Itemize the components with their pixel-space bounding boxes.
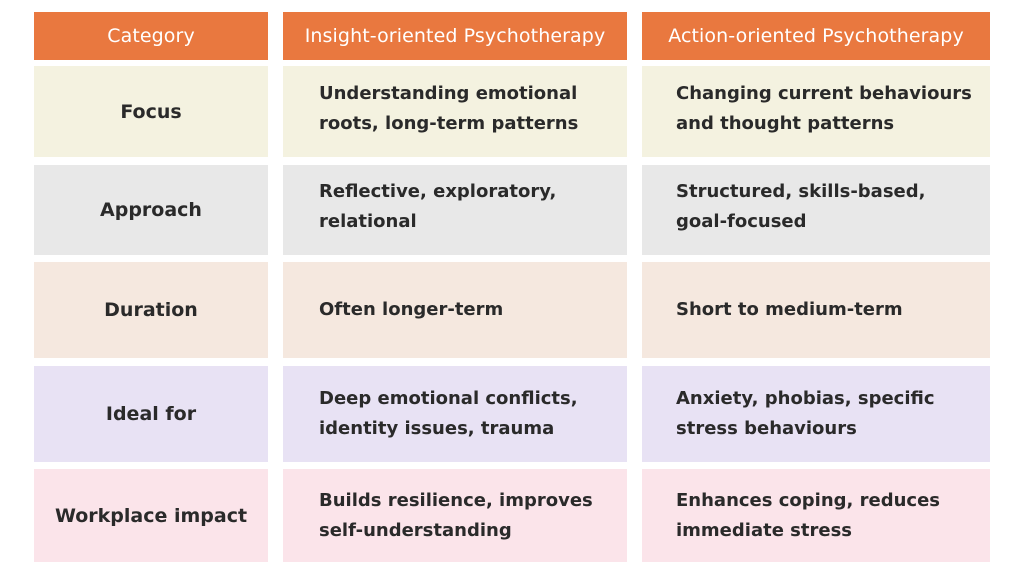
header-insight-label: Insight-oriented Psychotherapy: [304, 25, 606, 47]
cell-line: Short to medium-term: [676, 299, 903, 320]
row-duration-category: Duration: [34, 262, 268, 358]
cell-line: Deep emotional conflicts,: [319, 388, 578, 409]
cell-line: immediate stress: [676, 519, 853, 541]
cell-line: Anxiety, phobias, specific: [676, 388, 935, 409]
cell-line: Builds resilience, improves: [319, 489, 593, 511]
row-ideal-for-category: Ideal for: [34, 366, 268, 462]
category-label: Ideal for: [105, 403, 197, 425]
cell-line: Often longer-term: [319, 299, 504, 320]
row-duration-action: Short to medium-term: [642, 262, 990, 358]
row-focus-action: Changing current behaviours and thought …: [642, 66, 990, 157]
cell-line: self-understanding: [319, 519, 512, 541]
row-duration-insight: Often longer-term: [283, 262, 627, 358]
category-label: Duration: [104, 299, 198, 321]
row-focus-insight: Understanding emotional roots, long-term…: [283, 66, 627, 157]
cell-line: Enhances coping, reduces: [676, 489, 941, 511]
cell-line: identity issues, trauma: [319, 418, 555, 439]
row-workplace-impact-insight: Builds resilience, improves self-underst…: [283, 469, 627, 562]
category-label: Approach: [100, 199, 202, 221]
row-approach-category: Approach: [34, 165, 268, 255]
header-action-oriented: Action-oriented Psychotherapy: [642, 12, 990, 60]
header-insight-oriented: Insight-oriented Psychotherapy: [283, 12, 627, 60]
cell-line: Structured, skills-based,: [676, 181, 926, 202]
row-approach-insight: Reflective, exploratory, relational: [283, 165, 627, 255]
cell-line: relational: [319, 211, 417, 232]
cell-line: and thought patterns: [676, 112, 895, 134]
category-label: Workplace impact: [54, 504, 248, 527]
header-category-label: Category: [107, 25, 195, 47]
cell-line: Reflective, exploratory,: [319, 181, 557, 202]
header-action-label: Action-oriented Psychotherapy: [668, 25, 964, 47]
cell-line: roots, long-term patterns: [319, 112, 579, 134]
row-ideal-for-insight: Deep emotional conflicts, identity issue…: [283, 366, 627, 462]
row-workplace-impact-action: Enhances coping, reduces immediate stres…: [642, 469, 990, 562]
row-workplace-impact-category: Workplace impact: [34, 469, 268, 562]
row-approach-action: Structured, skills-based, goal-focused: [642, 165, 990, 255]
category-label: Focus: [120, 100, 182, 123]
cell-line: stress behaviours: [676, 418, 857, 439]
cell-line: goal-focused: [676, 211, 807, 232]
header-category: Category: [34, 12, 268, 60]
cell-line: Understanding emotional: [319, 82, 578, 104]
row-ideal-for-action: Anxiety, phobias, specific stress behavi…: [642, 366, 990, 462]
cell-line: Changing current behaviours: [676, 82, 972, 104]
row-focus-category: Focus: [34, 66, 268, 157]
